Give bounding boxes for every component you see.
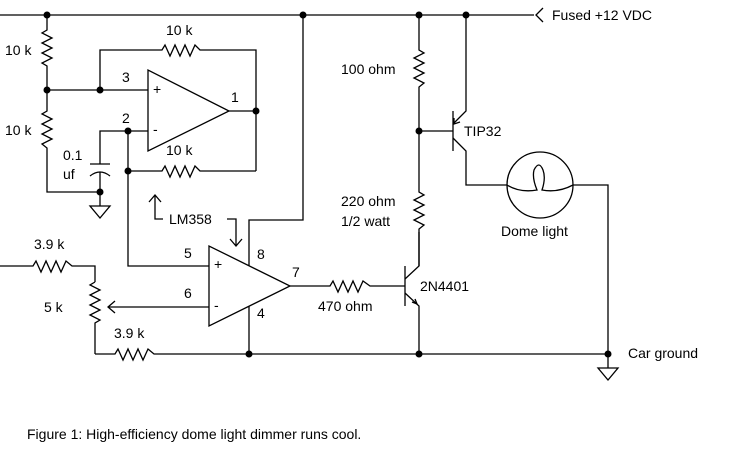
pot-wiper-arrow-icon <box>107 300 116 314</box>
npn-transistor <box>404 232 420 354</box>
junction-dot <box>96 188 104 196</box>
input-resistor-bottom <box>95 347 607 362</box>
car-ground-label: Car ground <box>628 345 698 361</box>
cap-label-unit: uf <box>63 166 75 182</box>
pin-8-label: 8 <box>257 246 265 262</box>
cap-label-value: 0.1 <box>63 147 83 163</box>
dome-light-bulb-icon <box>506 151 609 354</box>
u1b-minus-sign: - <box>214 297 219 313</box>
resistor-220-label: 220 ohm <box>341 193 395 209</box>
ground-icon <box>88 205 112 220</box>
resistor-220-ohm <box>412 131 426 266</box>
base-resistor <box>290 279 405 294</box>
figure-caption: Figure 1: High-efficiency dome light dim… <box>27 426 362 442</box>
feedback-bottom-label: 10 k <box>166 142 193 158</box>
pnp-transistor <box>419 15 507 186</box>
pin-5-label: 5 <box>184 245 192 261</box>
resistor-220-rating: 1/2 watt <box>341 213 390 229</box>
input-resistor-top <box>0 259 96 282</box>
pin-7-label: 7 <box>292 264 300 280</box>
divider-resistor-bottom <box>40 90 100 193</box>
pin-4-label: 4 <box>257 305 265 321</box>
opamp-u1a <box>147 68 231 153</box>
pin-1-label: 1 <box>231 89 239 105</box>
supply-label: Fused +12 VDC <box>552 7 652 23</box>
potentiometer <box>88 281 209 354</box>
npn-label: 2N4401 <box>420 278 469 294</box>
pin-3-label: 3 <box>122 69 130 85</box>
junction-dot <box>124 167 132 175</box>
u1a-minus-sign: - <box>153 121 158 137</box>
feedback-resistor-top <box>99 43 257 171</box>
pot-label: 5 k <box>44 299 64 315</box>
supply-rail <box>0 7 544 23</box>
feedback-resistor-bottom <box>127 131 256 267</box>
junction-dot <box>415 350 423 358</box>
input-top-resistor-label: 3.9 k <box>34 236 65 252</box>
feedback-top-label: 10 k <box>166 22 193 38</box>
divider-bottom-label: 10 k <box>5 122 32 138</box>
pin-2-label: 2 <box>122 110 130 126</box>
pnp-label: TIP32 <box>464 123 502 139</box>
divider-resistor-top <box>40 15 54 90</box>
ground-icon <box>596 367 620 382</box>
lm358-pointer-arrows <box>148 194 243 247</box>
opamp-part-label: LM358 <box>169 211 212 227</box>
divider-top-label: 10 k <box>5 42 32 58</box>
u1b-plus-sign: + <box>214 256 222 272</box>
base-resistor-label: 470 ohm <box>318 298 372 314</box>
input-bottom-resistor-label: 3.9 k <box>114 325 145 341</box>
supply-connector-icon <box>535 7 544 23</box>
dome-light-label: Dome light <box>501 223 568 239</box>
pin-6-label: 6 <box>184 285 192 301</box>
u1a-plus-sign: + <box>153 81 161 97</box>
resistor-100-label: 100 ohm <box>341 61 395 77</box>
vcc-wire <box>248 15 304 266</box>
resistor-100-ohm <box>412 15 426 131</box>
